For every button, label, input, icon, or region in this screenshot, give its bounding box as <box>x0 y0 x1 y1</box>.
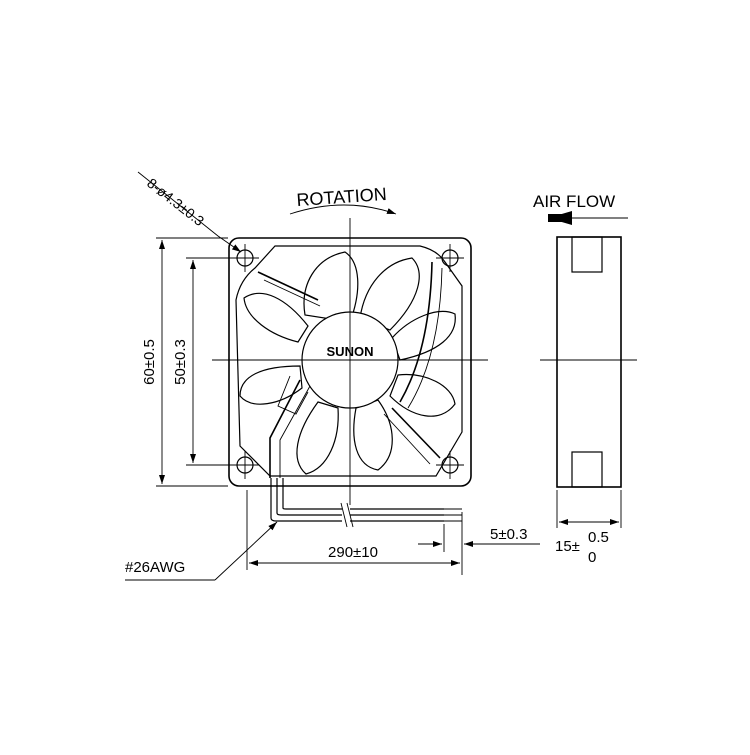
support-rib <box>383 413 431 465</box>
support-rib <box>391 407 441 459</box>
mounting-holes <box>231 244 464 479</box>
extension-line <box>156 237 228 487</box>
outer-height-label: 60±0.5 <box>141 339 158 385</box>
fan-blade <box>243 292 309 343</box>
strip-length-label: 5±0.3 <box>490 526 527 543</box>
cable-wire <box>276 478 342 516</box>
support-rib-cable-channel <box>269 379 301 478</box>
air-flow-label: AIR FLOW <box>533 192 615 211</box>
dimension-50: 50±0.3 <box>172 257 234 466</box>
dimension-60: 60±0.5 <box>141 237 228 487</box>
fan-blade <box>389 373 456 417</box>
front-view: SUNON <box>212 218 488 505</box>
thickness-upper-tolerance: 0.5 <box>588 529 609 546</box>
stripped-ends <box>444 508 462 522</box>
fan-blade <box>303 251 359 323</box>
support-rib <box>399 261 433 403</box>
wire-gauge-leader <box>214 521 278 581</box>
fan-side-outline <box>556 236 622 488</box>
thickness-label: 15± <box>555 538 580 555</box>
fan-blade <box>296 401 339 475</box>
cable-clip <box>277 375 309 415</box>
rotation-arrow <box>289 204 397 215</box>
cable-wire <box>282 478 342 510</box>
wire-gauge-label: #26AWG <box>125 559 185 576</box>
fan-blade <box>239 365 303 405</box>
hole-spacing-label: 50±0.3 <box>172 339 189 385</box>
thickness-lower-tolerance: 0 <box>588 549 596 566</box>
cable-wire <box>270 478 342 522</box>
cable-break-marks <box>340 502 354 528</box>
support-rib <box>407 267 443 409</box>
center-crosshair <box>212 218 488 505</box>
dimension-5: 5±0.3 <box>418 524 540 552</box>
cable-length-label: 290±10 <box>328 544 378 561</box>
side-view: AIR FLOW 15± 0.5 0 <box>533 192 637 566</box>
air-flow-arrow-tip <box>548 211 572 225</box>
support-rib <box>257 271 319 301</box>
fan-shroud-opening <box>235 245 463 477</box>
support-rib-cable-channel <box>279 385 311 478</box>
fan-blade <box>391 310 456 361</box>
dimension-290: 290±10 <box>246 490 463 575</box>
side-notch-top <box>571 236 603 273</box>
fan-cable <box>270 478 462 528</box>
hole-leader-line <box>137 171 242 253</box>
hole-centerlines <box>231 244 464 479</box>
fan-blade <box>359 257 420 331</box>
cable-wire <box>350 508 444 522</box>
fan-blades <box>239 251 456 475</box>
side-notch-bottom <box>571 451 603 488</box>
support-rib <box>263 279 321 307</box>
fan-blade <box>353 399 393 471</box>
extension-line <box>556 490 622 528</box>
rotation-label: ROTATION <box>296 184 388 210</box>
extension-line <box>186 257 234 466</box>
